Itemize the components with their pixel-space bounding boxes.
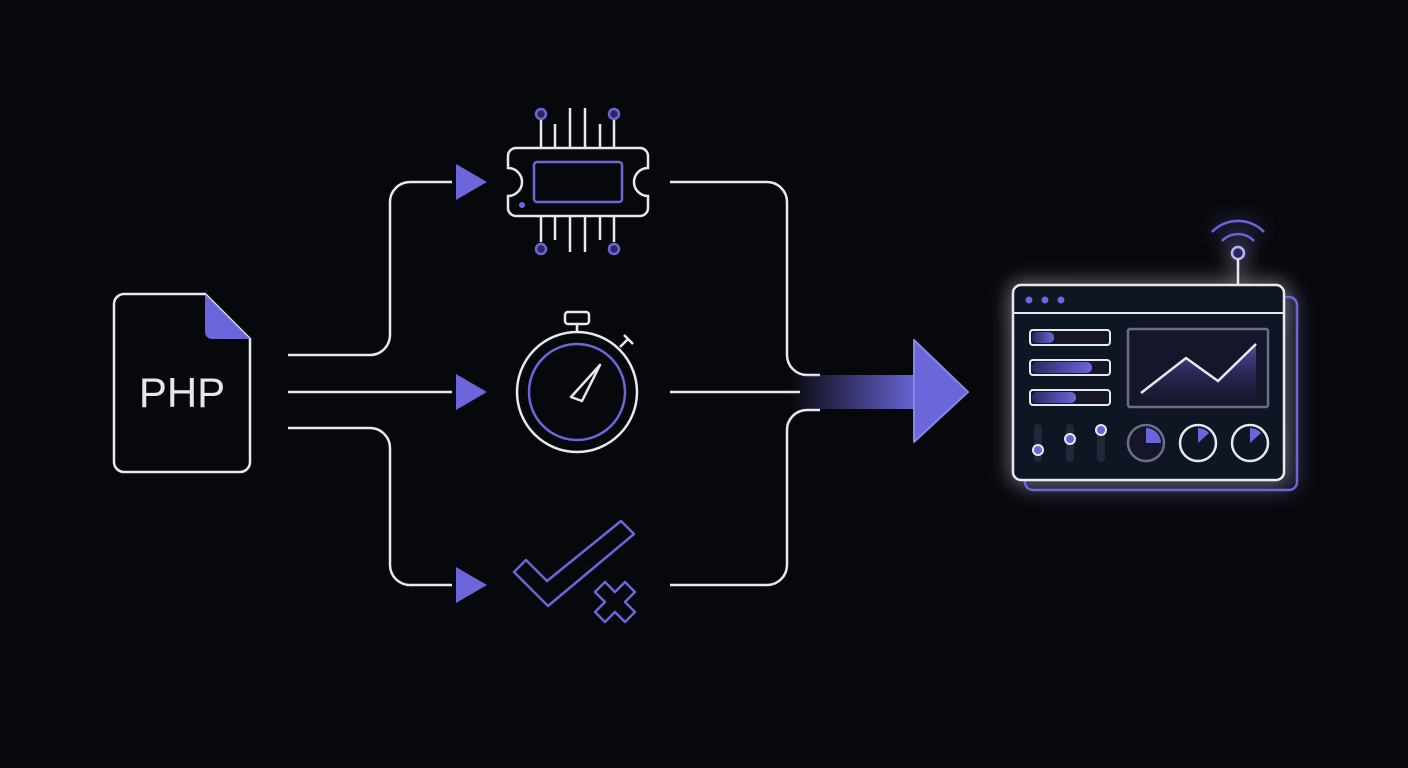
php-label: PHP	[139, 369, 225, 416]
merge-arrow	[790, 339, 969, 443]
check-x-icon	[512, 519, 637, 624]
arrow-head-icon	[456, 567, 487, 603]
connector-top	[288, 180, 452, 357]
arrow-head-icon	[456, 164, 487, 200]
input-connectors	[288, 180, 452, 587]
x-icon	[593, 580, 637, 624]
dashboard-icon	[1011, 219, 1299, 492]
check-icon	[512, 519, 636, 608]
output-connectors	[670, 180, 820, 587]
connector-bottom	[288, 426, 452, 587]
php-file-icon: PHP	[112, 292, 252, 474]
wifi-icon	[1211, 219, 1265, 233]
arrow-head-icon	[456, 374, 487, 410]
stopwatch-icon	[515, 310, 639, 454]
chip-icon	[506, 107, 650, 256]
